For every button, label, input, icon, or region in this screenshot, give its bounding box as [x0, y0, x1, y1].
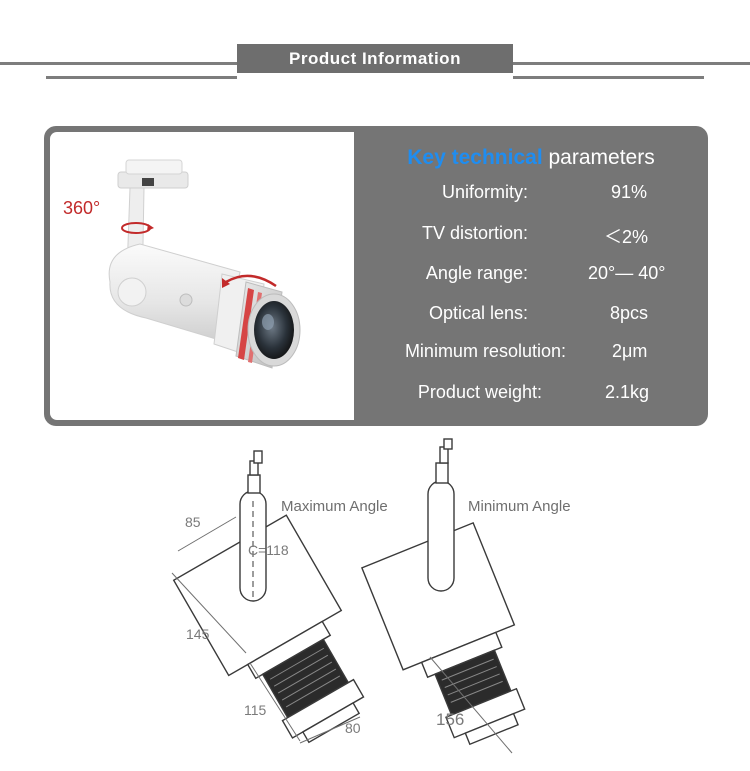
track-light-illustration: [108, 159, 301, 369]
section-title: Product Information: [237, 44, 513, 73]
spec-label: Minimum resolution:: [404, 341, 566, 361]
spec-panel: Key technical parameters Uniformity: 91%…: [354, 126, 708, 426]
dim-115: 115: [244, 702, 267, 718]
header-line-left-top: [0, 62, 237, 65]
min-angle-label: Minimum Angle: [468, 498, 571, 515]
spec-title: Key technical parameters: [354, 146, 708, 170]
spec-label: Angle range:: [425, 263, 528, 283]
spec-row-angle-range: Angle range: 20°— 40°: [354, 259, 708, 289]
dim-145: 145: [186, 626, 210, 642]
min-angle-unit: [360, 521, 526, 746]
max-angle-label: Maximum Angle: [281, 498, 388, 515]
spec-title-rest: parameters: [542, 146, 655, 169]
product-photo: [50, 132, 354, 420]
spec-row-weight: Product weight: 2.1kg: [354, 378, 708, 408]
header-line-right-top: [513, 62, 750, 65]
spec-label: Optical lens:: [428, 303, 528, 323]
dim-c118: C=118: [248, 542, 289, 558]
spec-row-uniformity: Uniformity: 91%: [354, 178, 708, 208]
spec-value: 2μm: [612, 341, 648, 361]
spec-label: Product weight:: [417, 382, 542, 402]
dimension-drawing: [171, 438, 526, 754]
spec-label: TV distortion:: [421, 223, 528, 243]
dim-85: 85: [185, 514, 201, 530]
spec-value: 91%: [611, 182, 648, 202]
header-line-right-bottom: [513, 76, 704, 79]
spec-value: 8pcs: [610, 303, 649, 323]
dim-156: 156: [436, 710, 465, 729]
section-title-text: Product Information: [289, 48, 461, 68]
dim-80: 80: [345, 720, 361, 736]
product-info-card: 360° Key technical parameters Uniformity…: [44, 126, 708, 426]
spec-value: 20°— 40°: [588, 263, 666, 283]
spec-row-optical-lens: Optical lens: 8pcs: [354, 299, 708, 329]
header-line-left-bottom: [46, 76, 237, 79]
spec-label: Uniformity:: [441, 182, 528, 202]
spec-value: 2.1kg: [605, 382, 650, 402]
spec-row-min-resolution: Minimum resolution: 2μm: [354, 337, 708, 367]
spec-value: ＜2%: [604, 227, 649, 247]
spec-title-accent: Key technical: [407, 146, 543, 169]
spec-row-tv-distortion: TV distortion: ＜2%: [354, 219, 708, 249]
rotation-label: 360°: [63, 198, 101, 218]
